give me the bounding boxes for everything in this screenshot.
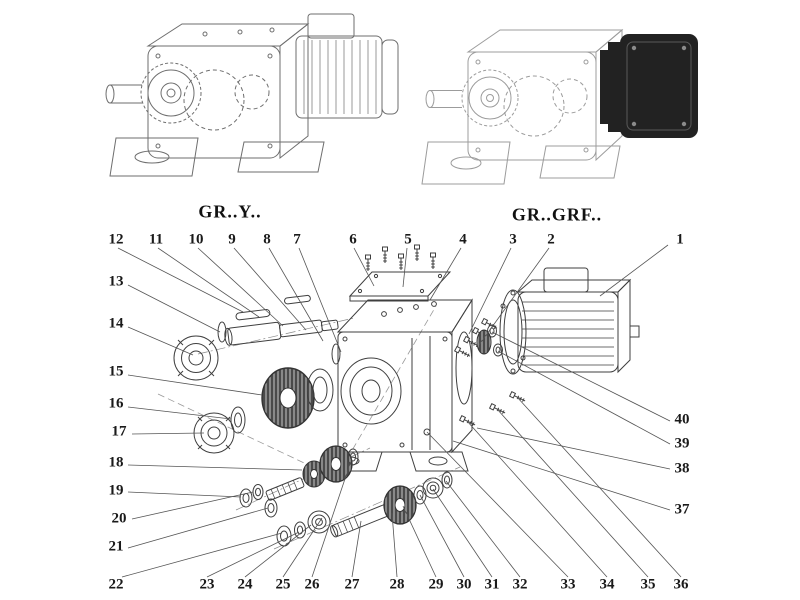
mounting-foot [421,141,511,185]
label-gr-y: GR..Y.. [198,201,262,222]
retaining-ring [217,321,227,343]
callout-40: 40 [674,411,690,428]
callout-19: 19 [108,482,124,499]
output-gear [261,367,334,429]
motor-body [295,35,383,119]
motor-shaft-parts [476,324,503,357]
callout-17: 17 [111,423,127,440]
terminal-box [307,13,355,39]
callout-2: 2 [547,231,555,248]
motor-flange [499,289,527,375]
output-shaft-end [425,90,435,108]
callout-18: 18 [108,454,124,471]
callout-35: 35 [640,576,656,593]
motor-body [517,291,619,373]
motor-mount-studs [454,318,499,359]
callout-25: 25 [275,576,291,593]
callout-22: 22 [108,576,124,593]
callout-10: 10 [188,231,204,248]
callout-3: 3 [509,231,517,248]
input-flange-block [600,34,698,138]
callout-28: 28 [389,576,405,593]
callout-27: 27 [344,576,360,593]
callout-24: 24 [237,576,253,593]
callout-7: 7 [293,231,301,248]
callout-34: 34 [599,576,615,593]
callout-26: 26 [304,576,320,593]
callout-29: 29 [428,576,444,593]
oil-seal [331,343,341,365]
overview-gearmotor-gr-y [105,13,399,177]
callout-36: 36 [673,576,689,593]
callout-11: 11 [148,231,164,248]
mounting-foot [237,141,325,173]
callout-4: 4 [459,231,467,248]
spacer-ring [230,406,246,434]
bearing-small [422,477,444,499]
fan-cover [381,39,399,115]
callout-39: 39 [674,435,690,452]
overview-gearmotor-gr-grf [421,28,698,185]
motor [499,267,640,375]
callout-8: 8 [263,231,271,248]
terminal-box [543,267,589,293]
callout-20: 20 [111,510,127,527]
flange-bolts [459,391,527,428]
callout-16: 16 [108,395,124,412]
callout-12: 12 [108,231,124,248]
callout-33: 33 [560,576,576,593]
center-lines [197,317,461,550]
motor-pinion [476,329,492,355]
callout-1: 1 [676,231,684,248]
callout-9: 9 [228,231,236,248]
intermediate-parts [239,445,359,518]
callout-32: 32 [512,576,528,593]
callout-21: 21 [108,538,124,555]
leader-lines [117,244,682,578]
top-cover-and-bolts [348,244,452,302]
callout-30: 30 [456,576,472,593]
label-gr-grf: GR..GRF.. [511,204,603,225]
bearing-small [307,510,331,534]
callout-14: 14 [108,315,124,332]
splined-stub-shaft [265,477,305,501]
gearbox-body [467,51,597,161]
callout-13: 13 [108,273,124,290]
rear-shaft-stub [629,325,640,338]
output-shaft-end [105,84,115,104]
callout-31: 31 [484,576,500,593]
callout-23: 23 [199,576,215,593]
callout-5: 5 [404,231,412,248]
callout-15: 15 [108,363,124,380]
callout-6: 6 [349,231,357,248]
toothed-boss [461,69,519,127]
mounting-foot [109,137,199,177]
shaft-key [235,309,271,321]
housing-foot [409,451,469,472]
drain-plug [423,428,431,436]
callout-37: 37 [674,501,690,518]
toothed-boss [140,62,202,124]
housing [319,298,473,472]
bearing-large [173,335,219,381]
mounting-foot [539,145,621,179]
callout-38: 38 [674,460,690,477]
exploded-view [157,244,640,550]
